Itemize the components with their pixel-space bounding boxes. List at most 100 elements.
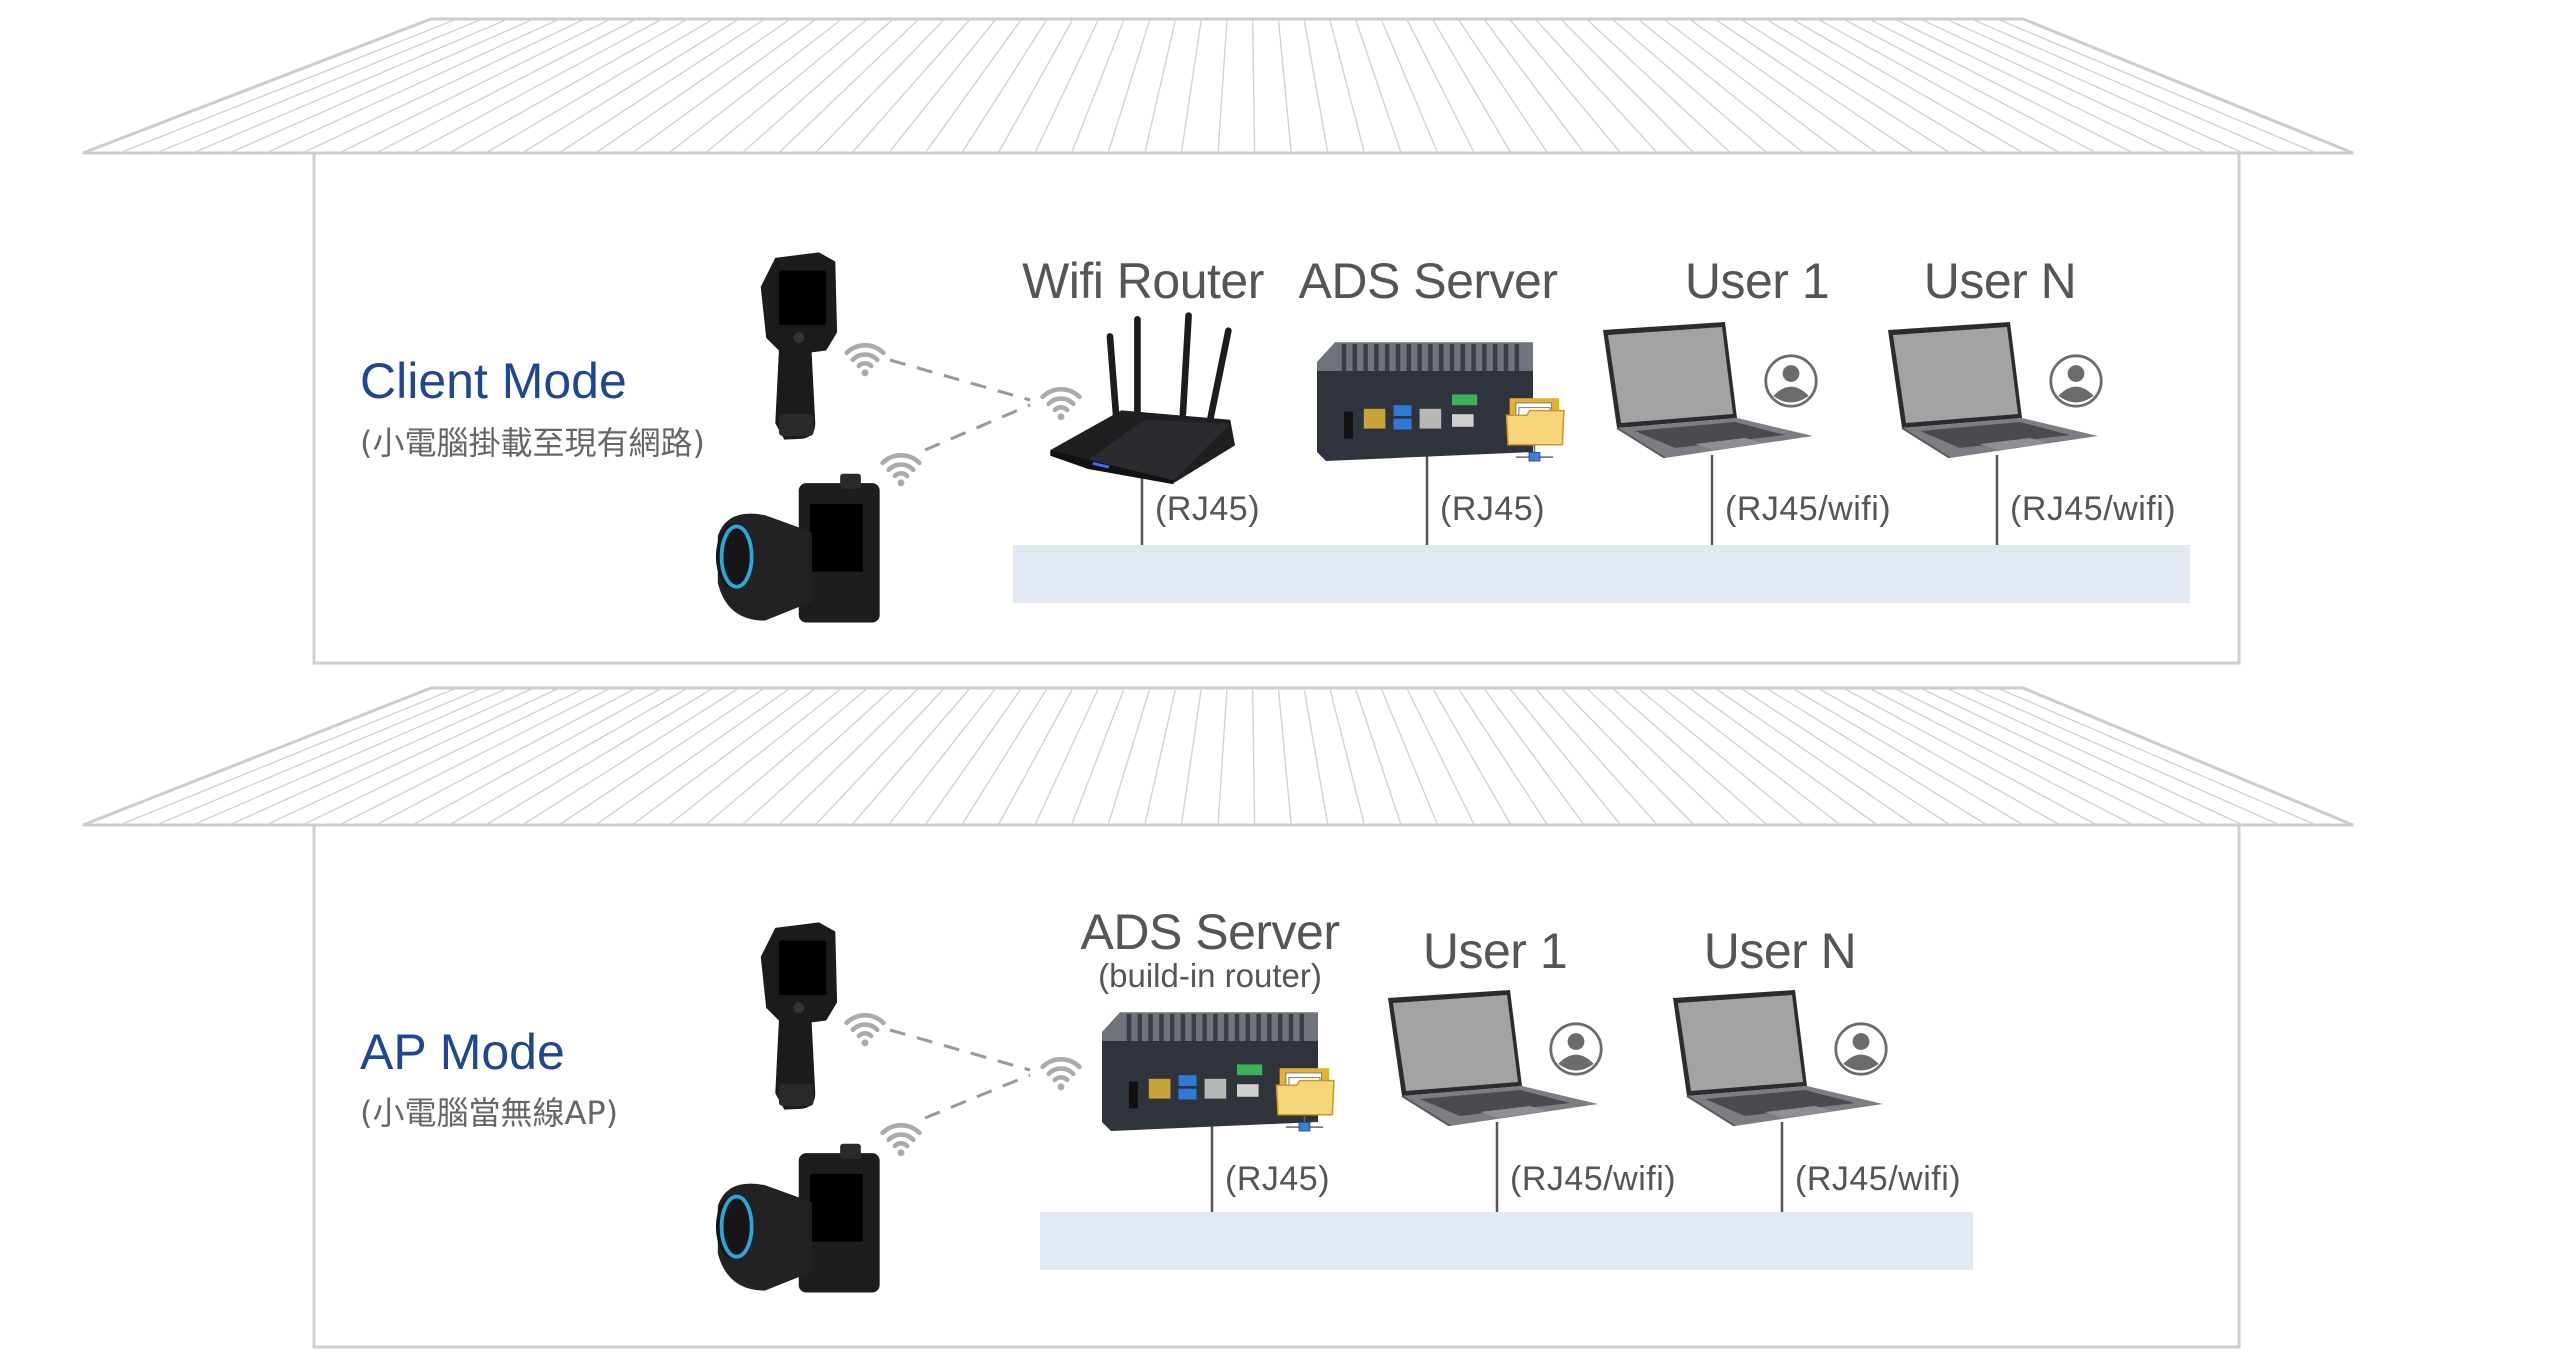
roof-hatch-line — [192, 18, 509, 154]
connection-label-user-1: (RJ45/wifi) — [1725, 490, 1892, 528]
connection-label-ads-server: (RJ45) — [1440, 490, 1546, 528]
roof-client-mode — [82, 17, 2354, 155]
roof-hatch-line — [338, 687, 612, 826]
roof-ap-mode — [82, 686, 2354, 827]
roof-hatch-line — [1791, 18, 2024, 154]
roof-hatch-line — [1277, 687, 1292, 826]
roof-hatch-line — [1688, 687, 1878, 826]
roof-hatch-line — [412, 18, 663, 154]
device-label-user-1: User 1 — [1422, 923, 1568, 979]
network-bar-client-mode — [1013, 545, 2190, 603]
house-client-mode — [82, 17, 2354, 665]
roof-hatch-line — [155, 687, 483, 826]
device-label-wifi-router: Wifi Router — [1022, 253, 1264, 309]
roof-hatch-line — [1791, 687, 2024, 826]
roof-hatch-line — [1107, 687, 1151, 826]
roof-hatch-line — [1508, 18, 1622, 154]
roof-hatch-line — [1868, 18, 2134, 154]
roof-hatch-line — [1354, 18, 1402, 154]
roof-hatch-line — [1534, 687, 1658, 826]
roof-hatch-line — [1817, 687, 2061, 826]
mini-pc-server-icon — [1317, 342, 1533, 461]
roof-hatch-line — [302, 687, 586, 826]
roof-hatch-line — [924, 18, 1023, 154]
roof-hatch-line — [1329, 687, 1366, 826]
roof-hatch-line — [1945, 18, 2244, 154]
wifi-icon — [1043, 1059, 1080, 1090]
roof-hatch-line — [192, 687, 509, 826]
wifi-link-camera-2 — [924, 1073, 1031, 1120]
device-label-ads-server: ADS Server — [1298, 253, 1558, 309]
roof-hatch-line — [814, 687, 946, 826]
wifi-link-camera-2 — [924, 403, 1031, 452]
roof-hatch-line — [1688, 18, 1878, 154]
roof-hatch-line — [1586, 687, 1732, 826]
roof-hatch-line — [778, 687, 920, 826]
roof-hatch-line — [1560, 687, 1695, 826]
roof-hatch-line — [1217, 18, 1228, 154]
connection-label-ads-server: (RJ45) — [1225, 1160, 1331, 1198]
roof-hatch-line — [741, 18, 894, 154]
roof-hatch-line — [1765, 18, 1988, 154]
roof-hatch-line — [1217, 687, 1228, 826]
roof-hatch-line — [1457, 18, 1549, 154]
wifi-icon — [847, 1015, 884, 1046]
roof-hatch-line — [1534, 18, 1658, 154]
user-avatar-icon — [1549, 1022, 1603, 1076]
roof-hatch-line — [1560, 18, 1695, 154]
user-avatar-icon — [1834, 1022, 1888, 1076]
roof-hatch-line — [1303, 687, 1329, 826]
roof-hatch-line — [851, 687, 971, 826]
roof-hatch-line — [1765, 687, 1988, 826]
roof-hatch-line — [155, 18, 483, 154]
roof-hatch-line — [1380, 18, 1439, 154]
roof-hatch-line — [1894, 687, 2171, 826]
roof-hatch-line — [521, 687, 740, 826]
roof-hatch-line — [704, 687, 868, 826]
roof-hatch-line — [1070, 687, 1125, 826]
roof-hatch-line — [1817, 18, 2061, 154]
connection-label-user-n: (RJ45/wifi) — [2010, 490, 2177, 528]
connection-label-user-1: (RJ45/wifi) — [1510, 1160, 1677, 1198]
wifi-link-camera-1 — [889, 1028, 1031, 1072]
house-body-client-mode — [312, 151, 2241, 665]
roof-hatch-line — [1997, 18, 2317, 154]
roof-hatch-line — [1945, 687, 2244, 826]
wifi-icon — [883, 455, 920, 486]
roof-hatch-line — [668, 18, 843, 154]
roof-hatch-line — [851, 18, 971, 154]
roof-hatch-line — [1508, 687, 1622, 826]
thermal-camera-rotating-icon — [713, 1141, 882, 1295]
wifi-router-icon — [1050, 316, 1235, 485]
roof-hatch-line — [1714, 18, 1915, 154]
roof-hatch-line — [1714, 687, 1915, 826]
device-label-ads-server: ADS Server — [1080, 904, 1340, 960]
house-ap-mode — [82, 686, 2354, 1349]
roof-hatch-line — [375, 18, 637, 154]
roof-hatch-line — [631, 18, 817, 154]
ap-mode-subtitle: (小電腦當無線AP) — [360, 1094, 619, 1132]
house-body-ap-mode — [312, 823, 2241, 1349]
device-label-user-n: User N — [1923, 253, 2077, 309]
roof-hatch-line — [887, 18, 997, 154]
roof-hatch-line — [119, 687, 457, 826]
roof-hatch-line — [485, 687, 714, 826]
roof-hatch-line — [1329, 18, 1366, 154]
roof-hatch-line — [961, 18, 1048, 154]
roof-hatch-line — [1034, 687, 1100, 826]
roof-hatch-line — [1070, 18, 1125, 154]
roof-hatch-line — [375, 687, 637, 826]
connection-label-router: (RJ45) — [1155, 490, 1261, 528]
ap-mode-title: AP Mode — [360, 1024, 565, 1080]
roof-hatch-line — [997, 687, 1074, 826]
roof-hatch-line — [1303, 18, 1329, 154]
device-sublabel-build-in-router: (build-in router) — [1098, 957, 1322, 994]
roof-hatch-line — [668, 687, 843, 826]
roof-hatch-line — [1354, 687, 1402, 826]
roof-hatch-line — [961, 687, 1048, 826]
wifi-link-camera-1 — [889, 358, 1031, 402]
roof-hatch-line — [1107, 18, 1151, 154]
device-label-user-n: User N — [1703, 923, 1857, 979]
user-avatar-icon — [2049, 354, 2103, 408]
roof-hatch-line — [814, 18, 946, 154]
